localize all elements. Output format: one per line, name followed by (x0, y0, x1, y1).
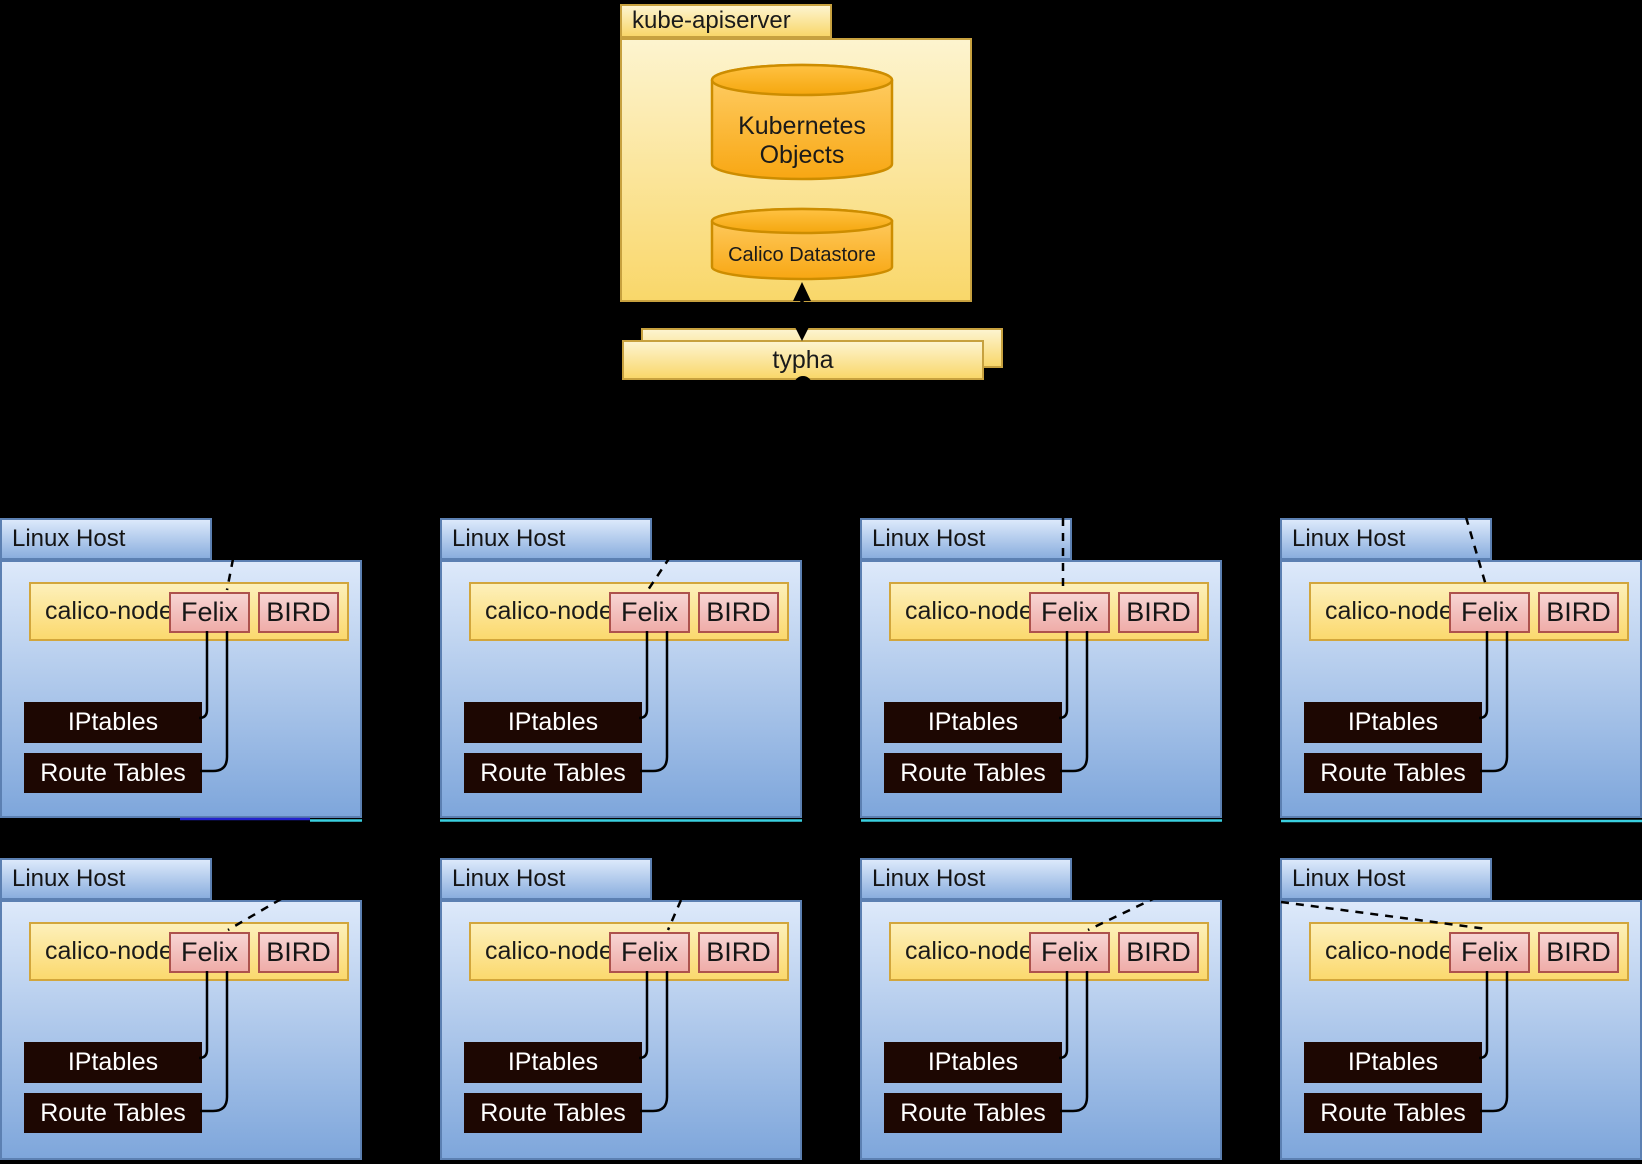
bird-box: BIRD (698, 932, 779, 973)
felix-box: Felix (1029, 592, 1110, 633)
bird-box: BIRD (1118, 932, 1199, 973)
linux-host-tab: Linux Host (440, 858, 652, 900)
route-tables-box: Route Tables (24, 1093, 202, 1133)
iptables-box: IPtables (464, 1042, 642, 1083)
linux-host-body: calico-node Felix BIRD IPtables Route Ta… (860, 560, 1222, 818)
linux-host-tab: Linux Host (0, 858, 212, 900)
felix-box: Felix (169, 932, 250, 973)
iptables-box: IPtables (1304, 1042, 1482, 1083)
iptables-box: IPtables (1304, 702, 1482, 743)
linux-host-tab: Linux Host (440, 518, 652, 560)
bird-box: BIRD (698, 592, 779, 633)
iptables-box: IPtables (24, 702, 202, 743)
felix-box: Felix (169, 592, 250, 633)
linux-host-body: calico-node Felix BIRD IPtables Route Ta… (440, 900, 802, 1160)
bird-box: BIRD (1538, 932, 1619, 973)
iptables-box: IPtables (464, 702, 642, 743)
route-tables-box: Route Tables (24, 753, 202, 793)
felix-box: Felix (1449, 592, 1530, 633)
linux-host-tab: Linux Host (860, 518, 1072, 560)
linux-host-4: Linux Host calico-node Felix BIRD IPtabl… (1280, 518, 1642, 818)
linux-host-tab: Linux Host (1280, 858, 1492, 900)
kube-apiserver-title: kube-apiserver (632, 7, 791, 34)
route-tables-box: Route Tables (884, 753, 1062, 793)
linux-host-body: calico-node Felix BIRD IPtables Route Ta… (0, 560, 362, 818)
typha-label: typha (772, 345, 834, 374)
felix-box: Felix (609, 932, 690, 973)
linux-host-body: calico-node Felix BIRD IPtables Route Ta… (1280, 560, 1642, 818)
linux-host-2: Linux Host calico-node Felix BIRD IPtabl… (440, 518, 802, 818)
iptables-box: IPtables (24, 1042, 202, 1083)
route-tables-box: Route Tables (464, 753, 642, 793)
linux-host-body: calico-node Felix BIRD IPtables Route Ta… (1280, 900, 1642, 1160)
linux-host-tab: Linux Host (1280, 518, 1492, 560)
iptables-box: IPtables (884, 702, 1062, 743)
route-tables-box: Route Tables (464, 1093, 642, 1133)
bird-box: BIRD (258, 932, 339, 973)
route-tables-box: Route Tables (1304, 1093, 1482, 1133)
linux-host-body: calico-node Felix BIRD IPtables Route Ta… (860, 900, 1222, 1160)
linux-host-3: Linux Host calico-node Felix BIRD IPtabl… (860, 518, 1222, 818)
linux-host-body: calico-node Felix BIRD IPtables Route Ta… (440, 560, 802, 818)
kube-apiserver-tab: kube-apiserver (620, 4, 832, 38)
linux-host-7: Linux Host calico-node Felix BIRD IPtabl… (860, 858, 1222, 1160)
route-tables-box: Route Tables (1304, 753, 1482, 793)
kubernetes-objects-cylinder (710, 63, 894, 181)
linux-host-6: Linux Host calico-node Felix BIRD IPtabl… (440, 858, 802, 1160)
typha-box: typha (622, 340, 984, 380)
felix-box: Felix (1029, 932, 1110, 973)
linux-host-tab: Linux Host (0, 518, 212, 560)
felix-box: Felix (609, 592, 690, 633)
linux-host-1: Linux Host calico-node Felix BIRD IPtabl… (0, 518, 362, 818)
calico-datastore-cylinder (710, 207, 894, 281)
bird-box: BIRD (258, 592, 339, 633)
linux-host-8: Linux Host calico-node Felix BIRD IPtabl… (1280, 858, 1642, 1160)
bird-box: BIRD (1538, 592, 1619, 633)
felix-box: Felix (1449, 932, 1530, 973)
route-tables-box: Route Tables (884, 1093, 1062, 1133)
bird-box: BIRD (1118, 592, 1199, 633)
linux-host-tab: Linux Host (860, 858, 1072, 900)
linux-host-body: calico-node Felix BIRD IPtables Route Ta… (0, 900, 362, 1160)
linux-host-5: Linux Host calico-node Felix BIRD IPtabl… (0, 858, 362, 1160)
iptables-box: IPtables (884, 1042, 1062, 1083)
